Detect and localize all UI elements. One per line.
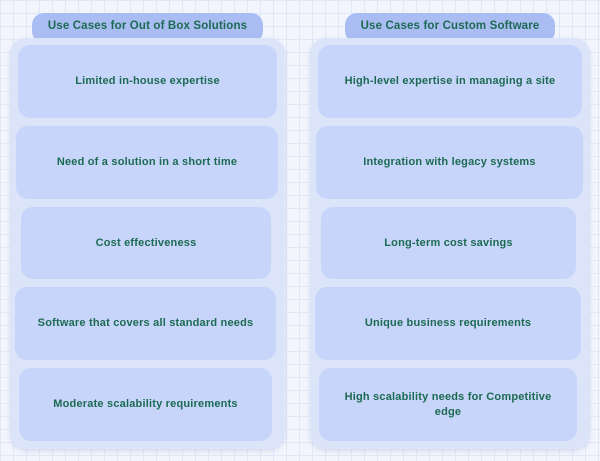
use-case-label: High scalability needs for Competitive e… <box>344 390 552 418</box>
use-case-label: Unique business requirements <box>364 317 532 330</box>
use-case-label: Cost effectiveness <box>95 236 197 249</box>
column-panel: Limited in-house expertise Need of a sol… <box>10 38 285 449</box>
use-case-card: High-level expertise in managing a site <box>318 45 582 118</box>
column-custom-software: Use Cases for Custom Software High-level… <box>310 13 590 449</box>
use-case-card: Integration with legacy systems <box>316 125 583 199</box>
column-title: Use Cases for Out of Box Solutions <box>47 19 248 32</box>
use-case-label: High-level expertise in managing a site <box>344 74 556 87</box>
use-case-card: Moderate scalability requirements <box>19 368 272 441</box>
use-case-label: Moderate scalability requirements <box>53 398 238 411</box>
use-case-card: High scalability needs for Competitive e… <box>319 368 577 441</box>
use-case-card: Software that covers all standard needs <box>15 287 276 361</box>
use-case-card: Limited in-house expertise <box>18 45 277 118</box>
use-case-label: Long-term cost savings <box>384 236 513 249</box>
use-case-card: Need of a solution in a short time <box>16 125 278 199</box>
use-case-label: Software that covers all standard needs <box>37 317 254 330</box>
column-panel: High-level expertise in managing a site … <box>310 38 590 449</box>
column-title: Use Cases for Custom Software <box>360 19 540 32</box>
use-case-label: Integration with legacy systems <box>363 155 536 168</box>
use-case-card: Unique business requirements <box>315 287 581 361</box>
use-case-card: Cost effectiveness <box>21 206 271 280</box>
use-case-label: Limited in-house expertise <box>75 74 220 87</box>
column-out-of-box: Use Cases for Out of Box Solutions Limit… <box>10 13 285 449</box>
use-case-label: Need of a solution in a short time <box>56 155 238 168</box>
use-case-card: Long-term cost savings <box>321 206 576 280</box>
